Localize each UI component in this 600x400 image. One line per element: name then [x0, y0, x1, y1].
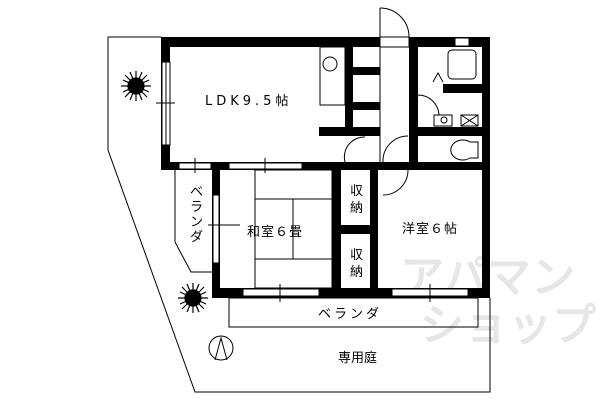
svg-text:納: 納: [350, 201, 363, 216]
side-veranda-outline: [174, 170, 212, 273]
walls: [161, 37, 490, 298]
room-label-washitsu: 和室６畳: [247, 224, 303, 240]
svg-text:収: 収: [350, 248, 363, 263]
closet-label-upper: 収 納: [350, 184, 363, 216]
tree-icon: [121, 71, 151, 101]
svg-text:ショップ: ショップ: [420, 300, 596, 351]
garden-outline: [107, 36, 491, 393]
svg-text:ダ: ダ: [190, 230, 203, 245]
veranda-label-side: ベ ラ ン ダ: [190, 185, 203, 245]
veranda-label-bottom: ベランダ: [318, 307, 382, 322]
room-label-youshitsu: 洋室６帖: [402, 221, 458, 237]
north-arrow-icon: [208, 335, 234, 361]
tatami-lines: [254, 169, 333, 289]
fixtures: [319, 46, 479, 161]
closet-label-lower: 収 納: [350, 248, 363, 280]
garden-label: 専用庭: [338, 350, 377, 366]
svg-text:納: 納: [350, 265, 363, 280]
watermark-logo: アパマン ショップ: [400, 252, 596, 351]
windows: [156, 37, 470, 302]
svg-text:ラ: ラ: [190, 200, 203, 215]
svg-text:収: 収: [350, 184, 363, 199]
tree-icon: [178, 283, 208, 313]
entrance-door: [379, 7, 410, 47]
svg-text:ベ: ベ: [190, 185, 203, 200]
room-label-ldk: LDK9.5帖: [205, 94, 292, 109]
svg-text:ン: ン: [190, 215, 203, 230]
doors: [335, 94, 440, 288]
